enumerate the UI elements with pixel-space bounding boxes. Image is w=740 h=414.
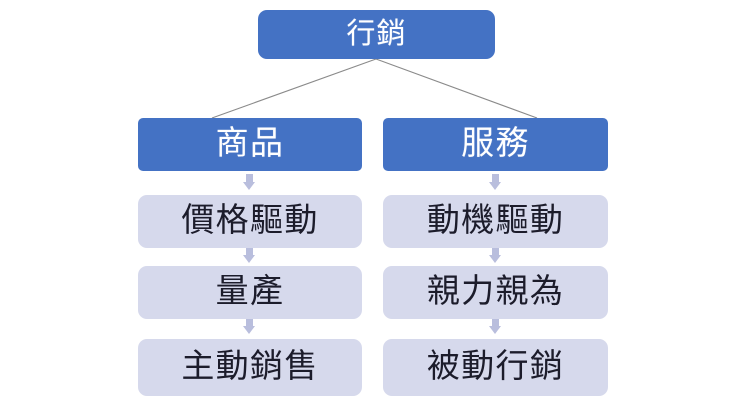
step-node-left-3[interactable]: 主動銷售 — [138, 339, 362, 396]
down-arrow-icon-left-1 — [243, 174, 256, 190]
root-node-marketing[interactable]: 行銷 — [258, 10, 495, 59]
down-arrow-icon-left-3 — [243, 318, 256, 334]
step-node-right-2[interactable]: 親力親為 — [383, 266, 608, 319]
step-node-right-1[interactable]: 動機驅動 — [383, 195, 608, 248]
branch-header-service[interactable]: 服務 — [383, 118, 608, 171]
step-node-left-1[interactable]: 價格驅動 — [138, 195, 362, 248]
down-arrow-icon-left-2 — [243, 247, 256, 263]
branch-header-product[interactable]: 商品 — [138, 118, 362, 171]
down-arrow-icon-right-1 — [489, 174, 502, 190]
down-arrow-icon-right-2 — [489, 247, 502, 263]
connector-root-to-left — [211, 58, 377, 119]
step-node-right-3[interactable]: 被動行銷 — [383, 339, 608, 396]
down-arrow-icon-right-3 — [489, 318, 502, 334]
step-node-left-2[interactable]: 量產 — [138, 266, 362, 319]
connector-root-to-right — [375, 58, 538, 119]
